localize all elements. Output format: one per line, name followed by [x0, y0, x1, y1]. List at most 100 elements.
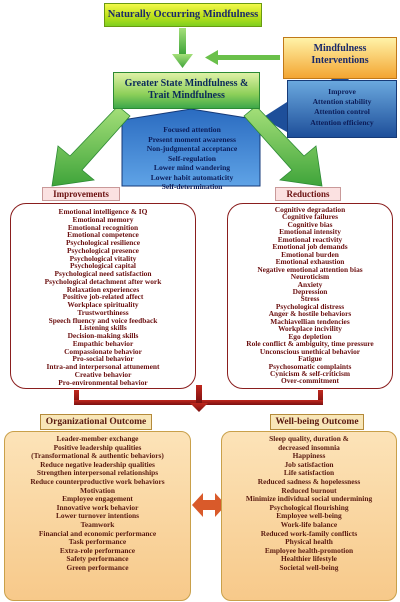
list-item: Workplace incivility: [278, 324, 342, 334]
list-item: Decision-making skills: [67, 331, 139, 340]
list-item: Emotional reactivity: [277, 234, 343, 244]
list-item: Negative emotional attention bias: [257, 264, 363, 274]
list-item: Employee well-being: [276, 511, 342, 521]
list-item: Financial and economic performance: [38, 528, 157, 538]
interventions-line-2: Interventions: [311, 55, 369, 66]
improve-line: Attention control: [314, 107, 370, 117]
list-item: Employee health-promotion: [264, 545, 354, 555]
list-item: Ego depletion: [288, 331, 332, 341]
list-item: Emotional burden: [281, 249, 339, 259]
list-item: Neuroticism: [290, 272, 330, 282]
merge-connector: [74, 385, 323, 412]
list-item: Pro-social behavior: [72, 354, 134, 364]
list-item: Cognitive degradation: [274, 205, 346, 214]
list-item: Sleep quality, duration &: [269, 434, 349, 443]
list-item: Positive leadership qualities: [53, 442, 142, 452]
list-item: Emotional exhaustion: [275, 257, 345, 267]
mindfulness-interventions-box: Mindfulness Interventions: [283, 37, 397, 79]
list-item: Emotional intensity: [279, 227, 341, 237]
organizational-outcome-list: Leader-member exchange Positive leadersh…: [4, 431, 191, 601]
state-line-2: Trait Mindfulness: [148, 90, 225, 101]
list-item: Anxiety: [297, 279, 323, 289]
list-item: Cognitive failures: [282, 212, 338, 222]
list-item: Employee engagement: [62, 494, 133, 504]
list-item: Psychological flourishing: [269, 502, 349, 512]
list-item: Psychological need satisfaction: [54, 269, 152, 278]
list-item: Empathic behavior: [72, 338, 134, 348]
list-item: Societal well-being: [279, 562, 339, 572]
list-item: Psychological capital: [70, 261, 136, 271]
list-item: Creative behavior: [74, 369, 132, 379]
left-arrow-interventions: [205, 50, 280, 65]
list-item: Healthier lifestyle: [281, 554, 337, 564]
list-item: Extra-role performance: [59, 545, 136, 555]
list-item: Pro-environmental behavior: [58, 377, 148, 387]
top-box-label: Naturally Occurring Mindfulness: [107, 9, 259, 20]
state-trait-mindfulness-box: Greater State Mindfulness & Trait Mindfu…: [113, 72, 260, 109]
list-item: Intra-and interpersonal attunement: [46, 362, 160, 371]
list-item: Anger & hostile behaviors: [268, 309, 352, 319]
list-item: Over-commitment: [280, 376, 339, 386]
diagonal-arrow-left: [51, 105, 131, 187]
list-item: Reduce counterproductive work behaviors: [30, 476, 165, 486]
list-item: Psychological resilience: [66, 238, 140, 247]
wellbeing-outcome-list: Sleep quality, duration & decreased inso…: [221, 431, 397, 601]
list-item: decreased insomnia: [278, 442, 340, 452]
mechanism-item: Self-regulation: [168, 153, 216, 163]
reductions-list: Cognitive degradation Cognitive failures…: [227, 203, 393, 389]
down-arrow-top: [172, 28, 193, 68]
list-item: Relaxation experiences: [66, 284, 140, 294]
list-item: Green performance: [66, 562, 129, 572]
organizational-outcome-heading: Organizational Outcome: [40, 414, 152, 430]
improve-line: Attention efficiency: [310, 117, 374, 127]
mechanism-list: Focused attention Present moment awarene…: [130, 107, 254, 191]
list-item: Emotional recognition: [67, 222, 139, 232]
diagonal-arrow-right: [243, 105, 323, 187]
improve-line: Attention stability: [312, 97, 372, 107]
list-item: Role conflict & ambiguity, time pressure: [246, 339, 374, 349]
list-item: Emotional intelligence & IQ: [58, 207, 148, 216]
naturally-occurring-mindfulness-box: Naturally Occurring Mindfulness: [104, 3, 262, 27]
list-item: Trustworthiness: [77, 307, 129, 317]
list-item: Cognitive bias: [287, 219, 333, 229]
left-arrow-improve: [262, 102, 287, 132]
list-item: Workplace spirituality: [67, 300, 139, 309]
list-item: Positive job-related affect: [62, 292, 144, 302]
list-item: Fatigue: [298, 354, 322, 364]
list-item: (Transformational & authentic behaviors): [31, 451, 164, 461]
list-item: Minimize individual social undermining: [245, 494, 373, 504]
list-item: Psychological presence: [67, 245, 139, 255]
list-item: Listening skills: [79, 323, 127, 333]
list-item: Leader-member exchange: [56, 434, 139, 443]
improve-attention-box: Improve Attention stability Attention co…: [287, 80, 397, 138]
list-item: Job satisfaction: [284, 459, 334, 469]
improvements-list: Emotional intelligence & IQ Emotional me…: [10, 203, 196, 389]
list-item: Reduce negative leadership qualities: [40, 459, 155, 469]
list-item: Emotional memory: [72, 214, 134, 224]
list-item: Reduced sadness & hopelessness: [257, 476, 361, 486]
list-item: Compassionate behavior: [64, 346, 142, 356]
list-item: Lower turnover intentions: [55, 511, 140, 521]
reductions-heading: Reductions: [275, 187, 341, 201]
list-item: Depression: [292, 286, 328, 296]
wellbeing-outcome-heading: Well-being Outcome: [270, 414, 364, 430]
list-item: Physical health: [285, 537, 333, 547]
list-item: Reduced work-family conflicts: [260, 528, 358, 538]
list-item: Task performance: [68, 537, 127, 547]
list-item: Psychological detachment after work: [44, 276, 162, 286]
list-item: Reduced burnout: [281, 485, 337, 495]
list-item: Machiavellian tendencies: [270, 316, 350, 326]
mechanism-item: Lower mind wandering: [153, 163, 231, 172]
improve-line: Improve: [328, 87, 356, 96]
list-item: Safety performance: [66, 554, 129, 564]
list-item: Unconscious unethical behavior: [259, 346, 361, 356]
interventions-line-1: Mindfulness: [313, 43, 367, 54]
mechanism-item: Focused attention: [163, 125, 221, 134]
list-item: Psychosomatic complaints: [268, 361, 352, 371]
list-item: Stress: [300, 294, 320, 304]
list-item: Motivation: [80, 485, 115, 495]
mechanism-item: Self-determination: [161, 182, 223, 191]
list-item: Speech fluency and voice feedback: [48, 315, 158, 325]
list-item: Emotional job demands: [272, 242, 348, 252]
